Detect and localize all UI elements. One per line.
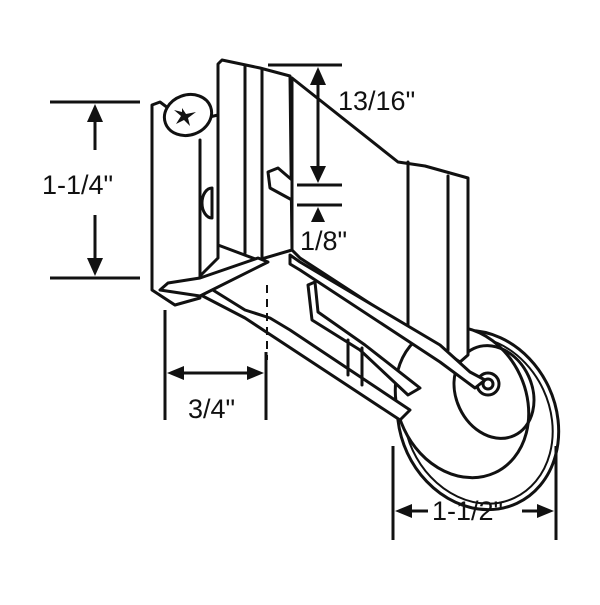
label-step-height: 1/8" <box>300 226 348 256</box>
label-top-height: 13/16" <box>338 86 416 116</box>
dim-housing-height <box>50 100 140 280</box>
label-housing-height: 1-1/4" <box>42 170 114 200</box>
dim-top-height <box>268 63 342 222</box>
front-block <box>150 100 270 307</box>
fin <box>216 58 294 360</box>
label-wheel-diameter: 1-1/2" <box>432 496 504 526</box>
body <box>288 76 487 390</box>
dim-base-width <box>163 310 268 420</box>
label-base-width: 3/4" <box>188 394 236 424</box>
screw-head <box>162 92 214 138</box>
wheel <box>393 324 561 512</box>
dim-wheel-diameter <box>391 446 558 540</box>
